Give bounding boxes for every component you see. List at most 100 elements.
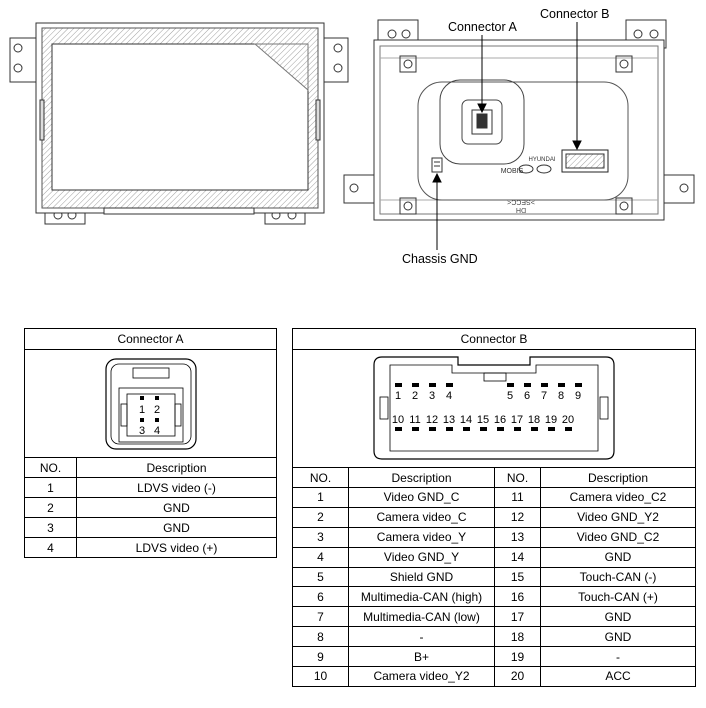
pin-no: 20 [494,666,541,687]
pin-desc: Video GND_Y [348,546,495,568]
connector-a-face-cell: 1 2 3 4 [24,349,277,458]
connector-a-col-desc: Description [76,457,277,478]
pin-no: 14 [494,546,541,568]
pin-no: 8 [292,626,349,648]
connector-a-pin-label: 1 [138,404,144,416]
connector-b-pin-label: 13 [443,414,455,426]
connector-b-pin-label: 9 [575,390,581,402]
connector-b-pin [412,382,419,387]
pin-no: 1 [292,487,349,508]
pin-no: 13 [494,526,541,548]
connector-a-col-no: NO. [24,457,77,478]
connector-b-pin-label: 20 [562,414,574,426]
connector-b-pin-label: 18 [528,414,540,426]
connector-b-pin-label: 8 [558,390,564,402]
pin-desc: Video GND_C2 [540,526,696,548]
connector-b-col-no-right: NO. [494,467,541,488]
connector-b-pin [395,382,402,387]
pin-no: 5 [292,566,349,588]
connector-b-pin [395,426,402,431]
connector-b-pin [463,426,470,431]
unit-illustration: HYUNDAI MOBIS >SECC< DH [9,19,695,250]
pin-desc: Camera video_C [348,506,495,528]
pin-desc: Touch-CAN (+) [540,586,696,608]
pin-no: 3 [292,526,349,548]
pin-desc: Multimedia-CAN (high) [348,586,495,608]
pin-desc: Shield GND [348,566,495,588]
pin-desc: LDVS video (+) [76,537,277,558]
pin-no: 1 [24,477,77,498]
pin-desc: - [348,626,495,648]
connector-b-col-desc-right: Description [540,467,696,488]
connector-b-pin [446,426,453,431]
rear-code-text: >SECC< [507,198,535,205]
pin-desc: GND [540,606,696,628]
connector-b-pin-label: 2 [412,390,418,402]
pin-desc: - [540,646,696,668]
connector-b-pin-label: 6 [524,390,530,402]
connector-b-pin-label: 15 [477,414,489,426]
pin-no: 17 [494,606,541,628]
connector-b-pin [575,382,582,387]
pin-desc: Multimedia-CAN (low) [348,606,495,628]
pin-desc: Camera video_Y2 [348,666,495,687]
pin-no: 11 [494,487,541,508]
connector-b-pin-label: 4 [446,390,452,402]
connector-a-pin-label: 3 [138,425,144,437]
connector-b-pin-label: 19 [545,414,557,426]
pin-desc: GND [540,546,696,568]
connector-b-pin-label: 7 [541,390,547,402]
connector-a-table: Connector A 1 2 3 4 NO. Desc [24,328,277,558]
connector-b-pin-label: 17 [511,414,523,426]
connector-b-pin [412,426,419,431]
connector-b-callout: Connector B [540,7,610,21]
pin-desc: B+ [348,646,495,668]
connector-b-pin-label: 5 [507,390,513,402]
pin-no: 2 [24,497,77,518]
pin-desc: Camera video_C2 [540,487,696,508]
pin-desc: Video GND_C [348,487,495,508]
pin-desc: LDVS video (-) [76,477,277,498]
connector-b-pin-label: 12 [426,414,438,426]
connector-a-pin-label: 2 [153,404,159,416]
connector-b-pin [507,382,514,387]
connector-b-pin [531,426,538,431]
connector-b-pin [446,382,453,387]
connector-b-pin [558,382,565,387]
rear-model-text: MOBIS [501,168,524,175]
connector-b-pin-label: 1 [395,390,401,402]
connector-b-pin-label: 16 [494,414,506,426]
pin-no: 12 [494,506,541,528]
connector-b-pin-label: 14 [460,414,472,426]
connector-b-pin [497,426,504,431]
connector-a-face: 1 2 3 4 [104,357,197,450]
connector-b-pin [541,382,548,387]
pin-desc: Camera video_Y [348,526,495,548]
pin-desc: ACC [540,666,696,687]
pin-no: 4 [292,546,349,568]
pin-desc: Touch-CAN (-) [540,566,696,588]
pin-desc: Video GND_Y2 [540,506,696,528]
pin-no: 16 [494,586,541,608]
connector-b-pin [429,382,436,387]
connector-b-pin [480,426,487,431]
pin-no: 19 [494,646,541,668]
connector-b-pin [514,426,521,431]
pin-no: 18 [494,626,541,648]
connector-a-title: Connector A [24,328,277,350]
connector-b-pin-label: 11 [409,414,420,426]
